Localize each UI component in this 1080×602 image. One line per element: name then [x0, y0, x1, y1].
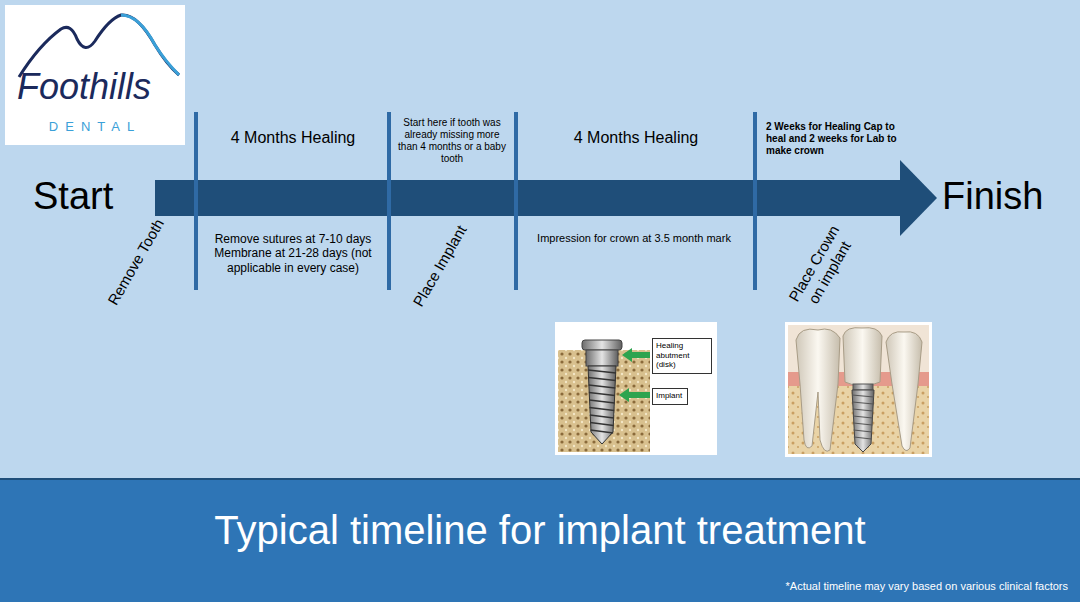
thread [854, 430, 873, 432]
thread [590, 408, 615, 411]
background [788, 325, 929, 454]
implant-threads [588, 370, 616, 433]
thread [590, 430, 613, 433]
band-border [0, 478, 1080, 480]
implant-picture [555, 322, 717, 455]
timeline-arrow [155, 160, 937, 236]
phase-label: 4 Months Healing [218, 128, 368, 147]
healing-abutment [586, 350, 618, 366]
thread [588, 378, 615, 381]
tooth [796, 329, 840, 451]
tick-lines [196, 112, 755, 290]
picture-frame [555, 322, 717, 455]
tooth [886, 332, 922, 451]
finish-label: Finish [942, 174, 1043, 220]
thread [853, 416, 873, 418]
crown [843, 328, 882, 386]
thread [588, 370, 616, 373]
thread [854, 437, 872, 439]
thread [589, 385, 616, 388]
title-band [0, 478, 1080, 602]
picture-frame [785, 322, 932, 457]
thread [852, 395, 874, 397]
arrow-body [155, 180, 903, 216]
tick-line [753, 112, 757, 290]
step-label: Place Crown on implant [782, 217, 861, 318]
implant-threads [852, 395, 874, 439]
thread [853, 423, 872, 425]
abutment [853, 384, 873, 390]
leader-arrow [622, 348, 650, 362]
phase-label: 4 Months Healing [561, 128, 711, 147]
phase-note: 2 Weeks for Healing Cap to heal and 2 we… [766, 121, 898, 157]
footnote: *Actual timeline may vary based on vario… [786, 580, 1068, 593]
thread [589, 400, 614, 403]
implant-body [852, 390, 874, 452]
implant-body [588, 366, 616, 444]
callout-text: Healing abutment (disk) [656, 341, 708, 370]
diagram-title: Typical timeline for implant treatment [0, 508, 1080, 553]
callout-box: Implant [652, 388, 688, 405]
thread [853, 409, 874, 411]
thread [590, 423, 613, 426]
step-label: Place Implant [402, 210, 478, 323]
start-label: Start [33, 174, 113, 220]
logo-box: FoothillsDENTAL [5, 5, 185, 145]
phase-note: Start here if tooth was already missing … [395, 117, 509, 165]
bone [558, 350, 650, 452]
callout-box: Healing abutment (disk) [652, 338, 712, 374]
logo-name: Foothills [17, 65, 151, 108]
thread [589, 393, 615, 396]
phase-note: Remove sutures at 7-10 days Membrane at … [203, 232, 383, 275]
crown-picture [785, 322, 932, 457]
arrow-head [900, 160, 937, 236]
callout-text: Implant [656, 391, 684, 401]
tick-line [194, 112, 198, 290]
thread [852, 402, 873, 404]
healing-abutment [582, 340, 622, 350]
tick-line [387, 112, 391, 290]
leader-arrow [619, 388, 650, 402]
tick-line [514, 112, 518, 290]
logo-subtitle: DENTAL [5, 119, 185, 135]
thread [590, 415, 614, 418]
step-label: Remove Tooth [98, 206, 174, 319]
phase-note: Impression for crown at 3.5 month mark [519, 232, 749, 245]
